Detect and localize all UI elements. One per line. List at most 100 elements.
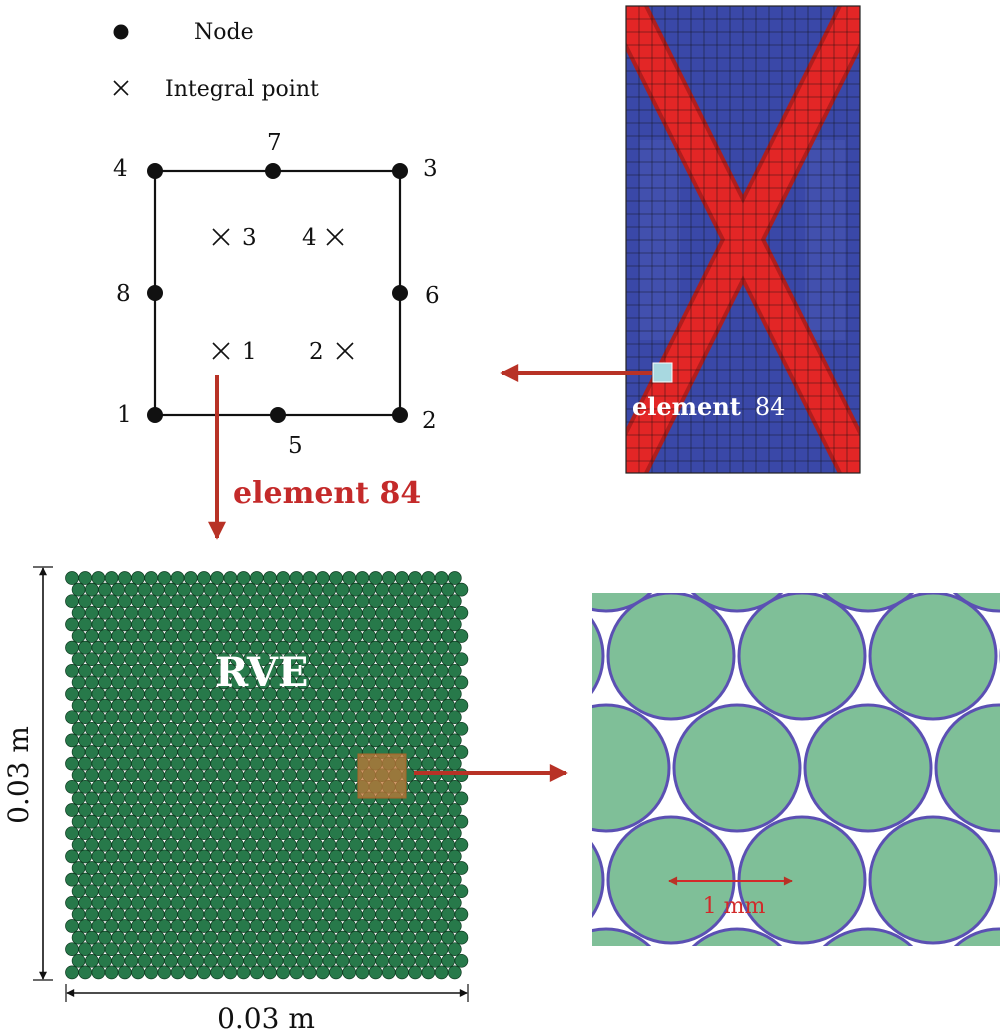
rve-particle (441, 605, 456, 620)
rve-particle (289, 571, 304, 585)
rve-particle (296, 930, 310, 945)
rve-particle (157, 617, 172, 632)
rve-particle (164, 721, 178, 736)
rve-particle (249, 942, 264, 957)
rve-particle (355, 826, 370, 841)
integral-point-cross-4 (326, 228, 344, 246)
rve-particle (177, 698, 192, 713)
rve-particle (170, 919, 185, 933)
rve-particle (243, 953, 258, 968)
rve-particle (256, 791, 271, 806)
rve-particle (210, 942, 225, 957)
rve-particle (329, 779, 343, 794)
rve-particle (197, 640, 211, 655)
rve-particle (276, 872, 291, 887)
rve-particle (342, 826, 357, 841)
rve-particle (302, 872, 317, 887)
rve-particle (197, 756, 211, 771)
mesh-element-number: 84 (755, 393, 786, 421)
rve-particle (408, 803, 423, 817)
zoom-particles (592, 593, 1000, 946)
rve-particle (256, 837, 271, 852)
rve-particle (124, 629, 139, 643)
rve-particle (414, 698, 429, 713)
rve-particle (335, 814, 350, 829)
integral-point-legend-label: Integral point (165, 77, 319, 102)
rve-particle (203, 721, 218, 736)
rve-particle (210, 872, 225, 887)
rve-particle (296, 814, 310, 829)
integral-point-cross-3 (212, 228, 230, 246)
rve-particle (441, 698, 456, 713)
rve-particle (177, 953, 192, 968)
particle-size-label: 1 mm (703, 894, 766, 919)
rve-particle (91, 687, 106, 701)
rve-particle (289, 594, 304, 609)
rve-particle (104, 826, 119, 841)
rve-particle (91, 942, 106, 957)
rve-particle (164, 652, 178, 667)
rve-particle (177, 721, 192, 736)
rve-particle (84, 652, 99, 667)
rve-particle (216, 698, 231, 713)
mesh-border (625, 5, 861, 474)
rve-particle (104, 594, 119, 609)
rve-particle (395, 826, 409, 841)
zoom-panel: 1 mm (592, 593, 1000, 946)
rve-particle (157, 872, 172, 887)
rve-particle (434, 710, 449, 725)
rve-particle (375, 652, 390, 667)
rve-particle (78, 733, 93, 748)
rve-particle (197, 687, 211, 701)
rve-particle (408, 571, 423, 585)
rve-particle (375, 907, 390, 922)
rve-particle (388, 675, 403, 690)
rve-particle (355, 872, 370, 887)
rve-particle (447, 826, 462, 841)
rve-particle (131, 849, 145, 864)
rve-particle (190, 907, 205, 922)
rve-particle (177, 837, 192, 852)
rve-particle (269, 884, 284, 899)
rve-particle (454, 605, 469, 620)
rve-particle (256, 930, 271, 945)
rve-particle (170, 895, 185, 910)
rve-particle (84, 884, 99, 899)
node-label-2: 2 (422, 408, 437, 434)
node-label-5: 5 (288, 433, 303, 459)
rve-particle (289, 849, 304, 864)
rve-particle (197, 779, 211, 794)
rve-particle (381, 849, 396, 864)
rve-particle (434, 803, 449, 817)
rve-particle (78, 779, 93, 794)
rve-particle (296, 582, 310, 597)
rve-particle (190, 652, 205, 667)
rve-particle (190, 930, 205, 945)
element-outline (153, 169, 402, 417)
rve-particle (230, 698, 244, 713)
rve-particle (329, 663, 343, 678)
rve-particle (98, 768, 112, 783)
rve-particle (131, 617, 145, 632)
rve-particle (408, 849, 423, 864)
rve-particle (355, 733, 370, 748)
rve-particle (395, 571, 409, 585)
rve-particle (322, 930, 337, 945)
rve-particle (124, 814, 139, 829)
rve-particle (98, 721, 112, 736)
rve-particle (190, 791, 205, 806)
rve-particle (131, 640, 145, 655)
rve-particle (170, 965, 185, 980)
rve-particle (388, 884, 403, 899)
rve-particle (111, 768, 126, 783)
rve-particle (388, 582, 403, 597)
rve-particle (190, 953, 205, 968)
rve-particle (157, 594, 172, 609)
rve-particle (157, 571, 172, 585)
rve-particle (434, 733, 449, 748)
rve-particle (355, 617, 370, 632)
rve-particle (91, 733, 106, 748)
rve-particle (421, 710, 436, 725)
rve-particle (223, 895, 238, 910)
